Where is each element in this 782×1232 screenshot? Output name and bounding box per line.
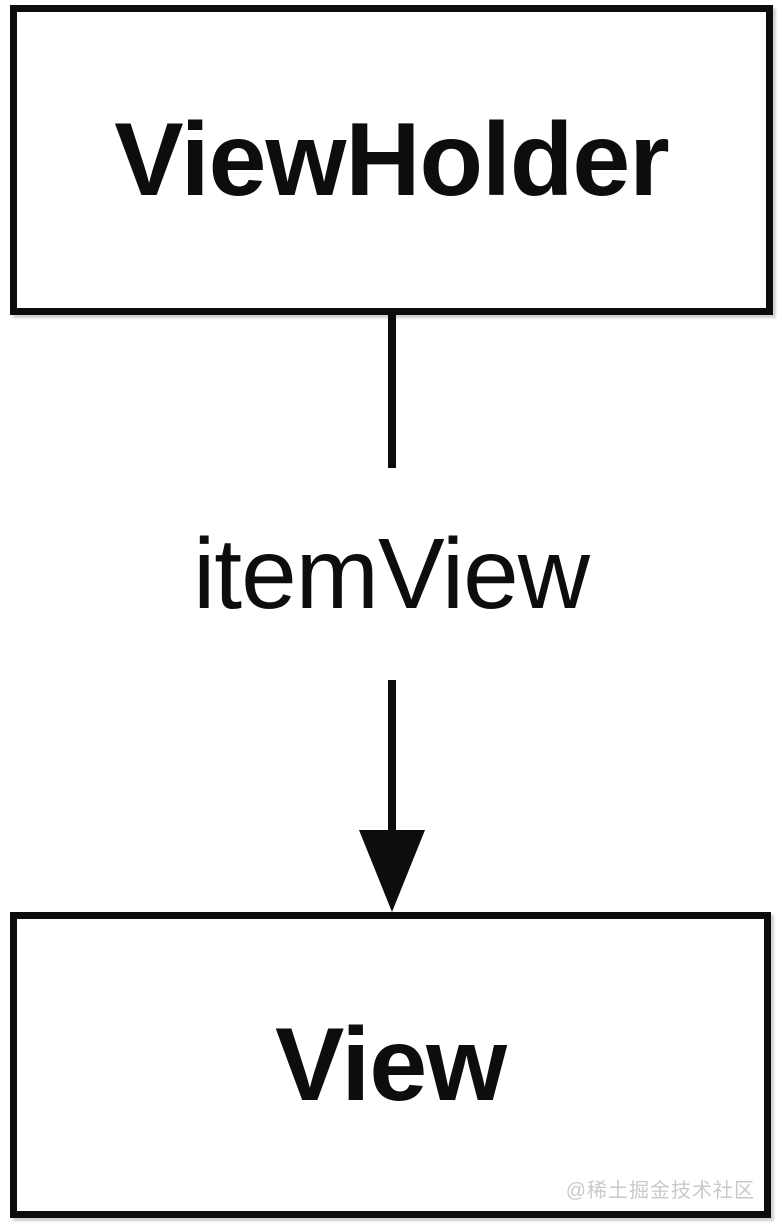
viewholder-node-label: ViewHolder [114, 101, 669, 218]
edge-line-upper [388, 315, 396, 468]
edge-line-lower [388, 680, 396, 833]
edge-label: itemView [193, 517, 590, 630]
view-node-label: View [274, 1006, 507, 1123]
view-node: View @稀土掘金技术社区 [10, 912, 771, 1218]
arrow-down-icon [359, 830, 425, 912]
edge-label-wrap: itemView [0, 468, 782, 680]
watermark: @稀土掘金技术社区 [565, 1180, 755, 1202]
viewholder-node: ViewHolder [10, 5, 773, 315]
